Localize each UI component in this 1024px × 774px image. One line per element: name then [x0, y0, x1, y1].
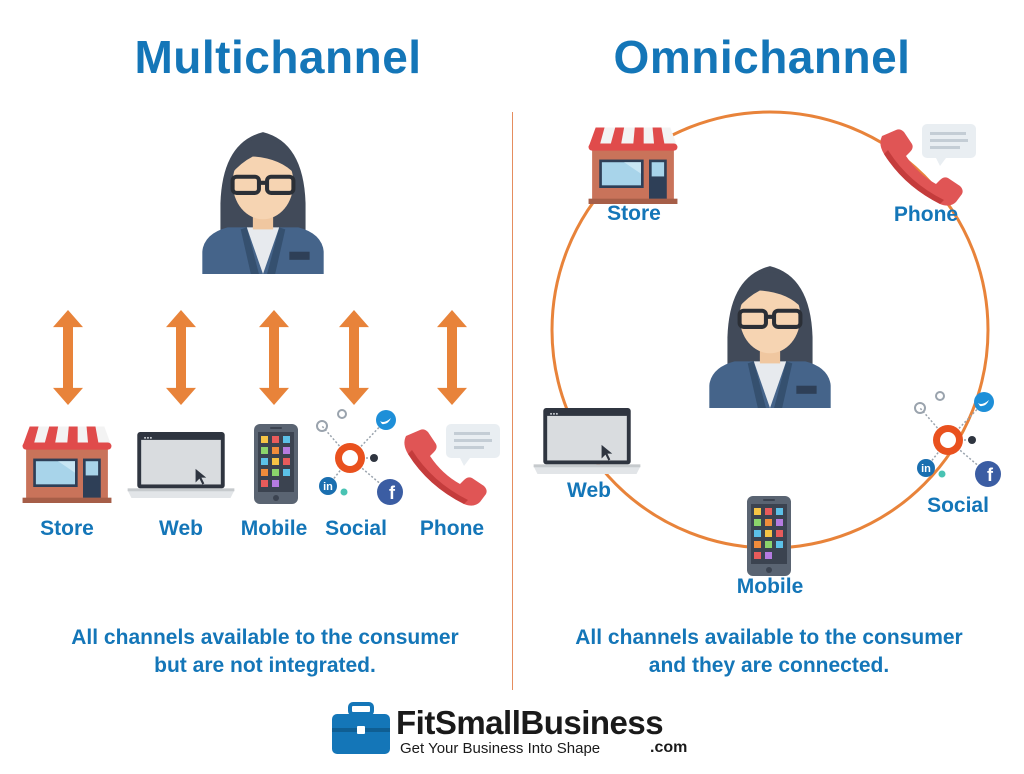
- omni-label-mobile: Mobile: [736, 575, 804, 598]
- channel-label-web: Web: [159, 517, 203, 540]
- logo-tagline: Get Your Business Into Shape: [400, 740, 601, 757]
- omnichannel-title: Omnichannel: [613, 31, 911, 83]
- multichannel-caption: All channels available to the consumer b…: [15, 624, 515, 680]
- channel-label-social: Social: [325, 517, 387, 540]
- social-icon: [906, 388, 1006, 488]
- channel-label-mobile: Mobile: [240, 517, 308, 540]
- omni-label-social: Social: [927, 494, 989, 517]
- divider: [512, 112, 513, 690]
- multichannel-title: Multichannel: [134, 31, 422, 83]
- multichannel-caption-line2: but are not integrated.: [154, 654, 376, 677]
- logo-suffix: .com: [650, 739, 688, 756]
- omni-label-phone: Phone: [893, 203, 959, 226]
- person-icon: [708, 256, 832, 408]
- omnichannel-caption: All channels available to the consumer a…: [519, 624, 1019, 680]
- channel-label-phone: Phone: [419, 517, 485, 540]
- laptop-icon: [532, 408, 642, 476]
- omnichannel-caption-line1: All channels available to the consumer: [575, 626, 963, 649]
- briefcase-icon: [332, 702, 390, 754]
- store-icon: [586, 124, 680, 204]
- channel-label-store: Store: [40, 517, 94, 540]
- omni-label-web: Web: [567, 479, 611, 502]
- omnichannel-caption-line2: and they are connected.: [648, 654, 890, 677]
- multichannel-caption-line1: All channels available to the consumer: [71, 626, 459, 649]
- mobile-icon: [747, 496, 791, 576]
- logo-name: FitSmallBusiness: [396, 704, 664, 741]
- phone-icon: [878, 124, 978, 208]
- omni-label-store: Store: [607, 202, 661, 225]
